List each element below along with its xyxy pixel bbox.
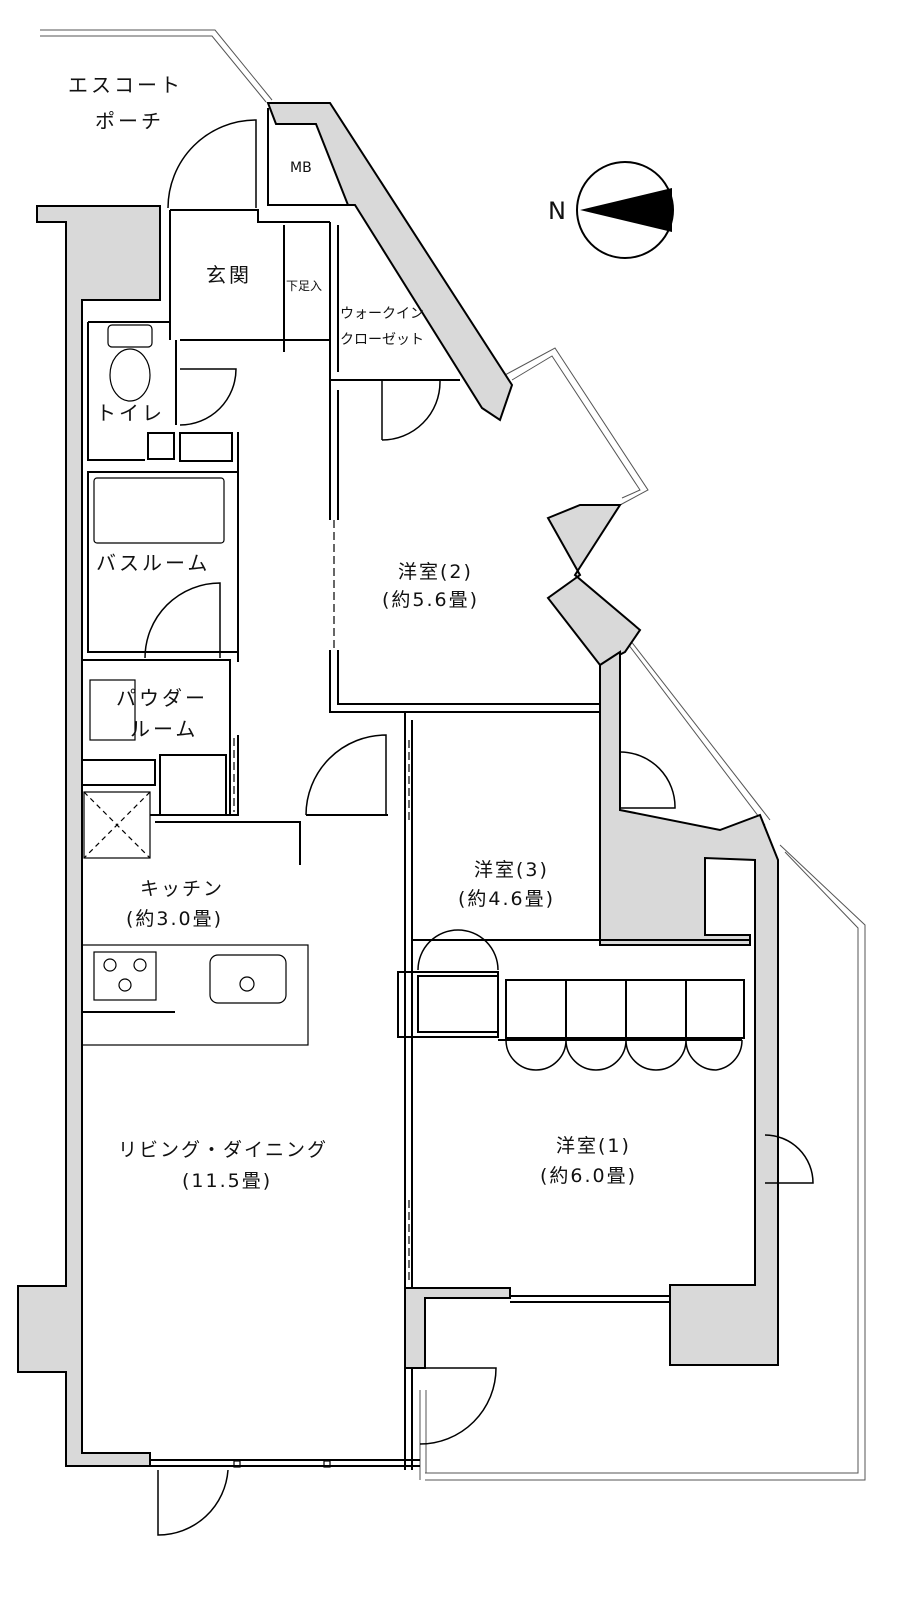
label-western-room-3-size: (約4.6畳) — [458, 888, 555, 910]
label-powder-room-line2: ルーム — [130, 717, 198, 741]
label-western-room-1-size: (約6.0畳) — [540, 1165, 637, 1187]
compass-icon: N — [548, 161, 674, 259]
interior-walls — [81, 108, 750, 1470]
stove-icon — [103, 958, 147, 992]
toilet-fixture-icon — [107, 324, 153, 402]
label-western-room-3: 洋室(3) — [474, 859, 549, 881]
label-toilet: トイレ — [96, 401, 165, 425]
room-labels: エスコート ポーチ MB 玄関 下足入 ウォークイン クローゼット トイレ バス… — [68, 73, 637, 1192]
label-entrance: 玄関 — [206, 263, 252, 287]
label-shoe-storage: 下足入 — [286, 279, 322, 293]
label-western-room-2: 洋室(2) — [398, 561, 473, 583]
doors — [144, 119, 814, 1536]
balcony-outline — [40, 29, 866, 1481]
label-escort-porch-line2: ポーチ — [95, 109, 164, 133]
compass-north-label: N — [548, 197, 566, 225]
label-walk-in-closet-line2: クローゼット — [340, 332, 424, 348]
label-kitchen: キッチン — [140, 878, 224, 900]
label-western-room-1: 洋室(1) — [556, 1135, 631, 1157]
label-bathroom: バスルーム — [96, 551, 210, 575]
label-kitchen-size: (約3.0畳) — [126, 908, 223, 930]
label-escort-porch-line1: エスコート — [68, 73, 183, 97]
exterior-walls — [17, 102, 779, 1467]
windows — [233, 520, 410, 1280]
label-walk-in-closet-line1: ウォークイン — [340, 306, 424, 322]
label-mb: MB — [290, 160, 312, 176]
label-powder-room-line1: パウダー — [116, 686, 208, 710]
label-western-room-2-size: (約5.6畳) — [382, 589, 479, 611]
label-living-dining-size: (11.5畳) — [182, 1170, 272, 1192]
label-living-dining: リビング・ダイニング — [118, 1139, 328, 1161]
